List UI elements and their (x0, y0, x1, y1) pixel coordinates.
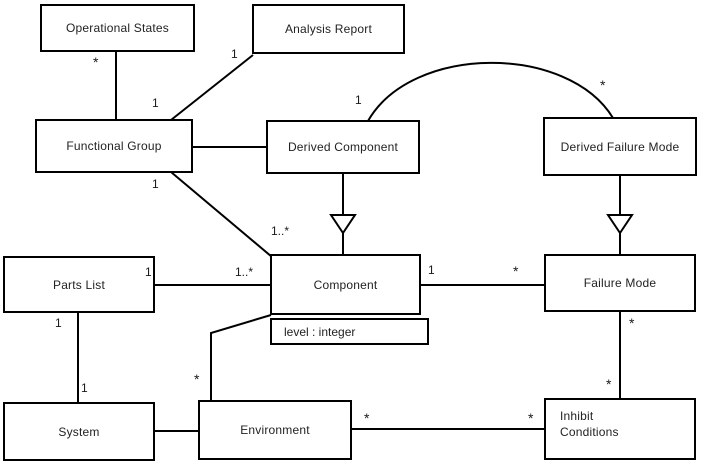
class-box-operational-states[interactable]: Operational States (40, 4, 195, 52)
class-box-analysis-report[interactable]: Analysis Report (252, 4, 405, 54)
class-name-component: Component (313, 277, 378, 292)
multiplicity-environment-right: * (364, 410, 370, 426)
edge-analysis-report-functional-group (170, 54, 254, 121)
multiplicity-parts-list-right: 1 (145, 265, 152, 279)
class-box-functional-group[interactable]: Functional Group (35, 119, 193, 173)
generalization-arrow-failure-mode (606, 214, 634, 235)
multiplicity-inhibit-conditions-top: * (606, 376, 612, 392)
multiplicity-operational-states: * (93, 54, 99, 70)
edge-environment-component (210, 314, 272, 400)
class-box-system[interactable]: System (3, 402, 155, 461)
class-box-failure-mode[interactable]: Failure Mode (544, 254, 696, 312)
multiplicity-system-top: 1 (81, 381, 88, 395)
attribute-compartment-component[interactable]: level : integer (270, 318, 429, 345)
class-name-parts-list: Parts List (52, 277, 105, 292)
class-name-functional-group: Functional Group (66, 139, 162, 153)
multiplicity-functional-group-bottom: 1 (152, 177, 159, 191)
class-name-environment: Environment (240, 423, 310, 437)
generalization-arrow-component (329, 214, 357, 235)
class-box-parts-list[interactable]: Parts List (3, 256, 155, 313)
multiplicity-parts-list-bottom: 1 (55, 316, 62, 330)
multiplicity-derived-failure-mode-arc: * (600, 77, 606, 93)
multiplicity-component-right: 1 (428, 263, 435, 277)
class-box-component[interactable]: Component (270, 254, 421, 315)
multiplicity-component-left: 1..* (235, 265, 254, 279)
class-name-inhibit-conditions: Inhibit Conditions (560, 409, 619, 439)
multiplicity-analysis-report: 1 (231, 47, 238, 61)
multiplicity-failure-mode-left: * (513, 263, 519, 279)
class-name-operational-states: Operational States (66, 21, 169, 35)
class-box-derived-failure-mode[interactable]: Derived Failure Mode (543, 117, 697, 176)
multiplicity-environment-top: * (194, 371, 200, 387)
class-name-derived-component: Derived Component (287, 140, 399, 154)
edge-functional-group-component (170, 171, 273, 258)
class-box-inhibit-conditions[interactable]: Inhibit Conditions (544, 398, 696, 460)
multiplicity-component-top-left: 1..* (271, 224, 290, 238)
multiplicity-functional-group-top: 1 (152, 96, 159, 110)
class-name-failure-mode: Failure Mode (583, 276, 657, 290)
class-box-derived-component[interactable]: Derived Component (266, 120, 420, 174)
class-name-analysis-report: Analysis Report (284, 22, 373, 36)
multiplicity-failure-mode-bottom: * (629, 315, 635, 331)
attribute-component-level: level : integer (284, 324, 356, 339)
multiplicity-derived-component-arc: 1 (355, 93, 362, 107)
class-name-system: System (58, 424, 100, 439)
multiplicity-inhibit-conditions-left: * (528, 410, 534, 426)
class-box-environment[interactable]: Environment (198, 400, 352, 460)
class-name-derived-failure-mode: Derived Failure Mode (560, 139, 680, 154)
edge-derived-component-derived-failure-mode (367, 61, 614, 122)
